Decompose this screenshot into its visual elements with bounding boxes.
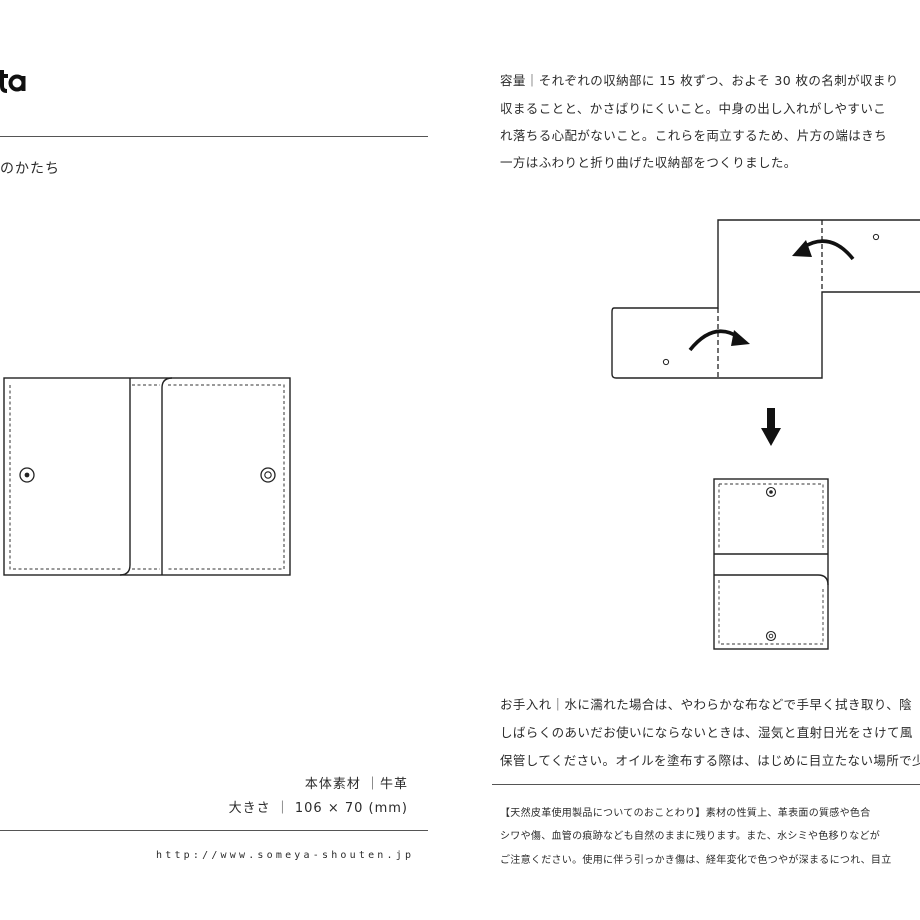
brand-logo-icon [0,70,26,93]
notice-line-1: 【天然皮革使用製品についてのおことわり】素材の性質上、革表面の質感や色合 [500,808,871,819]
care-line-1: お手入れ｜水に濡れた場合は、やわらかな布などで手早く拭き取り、陰 [500,697,913,712]
capacity-line-3: れ落ちる心配がないこと。これらを両立するため、片方の端はきち [500,128,888,143]
header-divider [0,136,428,137]
snap-button-icon [260,467,276,483]
care-line-2: しばらくのあいだお使いにならないときは、湿気と直射日光をさけて風 [500,725,913,740]
capacity-line-1: 容量｜それぞれの収納部に 15 枚ずつ、およそ 30 枚の名刺が収まり [500,73,899,88]
fold-arrow-icon [688,329,750,352]
wallet-folded-illustration [713,478,829,650]
material-spec: 本体素材 ｜牛革 [304,777,408,792]
website-url: http://www.someya-shouten.jp [156,850,415,861]
snap-button-icon [19,467,35,483]
arrow-down-icon [761,408,781,446]
capacity-line-2: 収まることと、かさばりにくいこと。中身の出し入れがしやすいこ [500,101,887,116]
capacity-line-4: 一方はふわりと折り曲げた収納部をつくりました。 [500,155,797,170]
brand-logo [0,64,30,94]
page-subtitle: のかたち [0,161,60,177]
notice-line-2: シワや傷、血管の痕跡なども自然のままに残ります。また、水シミや色移りなどが [500,831,881,842]
footer-divider [0,830,428,831]
fold-arrow-icon [792,239,855,261]
care-line-3: 保管してください。オイルを塗布する際は、はじめに目立たない場所で少量 [500,753,920,768]
size-spec: 大きさ ｜ 106 × 70 (mm) [228,801,408,816]
wallet-open-illustration [3,377,291,576]
notice-divider [492,784,920,785]
notice-line-3: ご注意ください。使用に伴う引っかき傷は、経年変化で色つやが深まるにつれ、目立 [500,855,892,866]
